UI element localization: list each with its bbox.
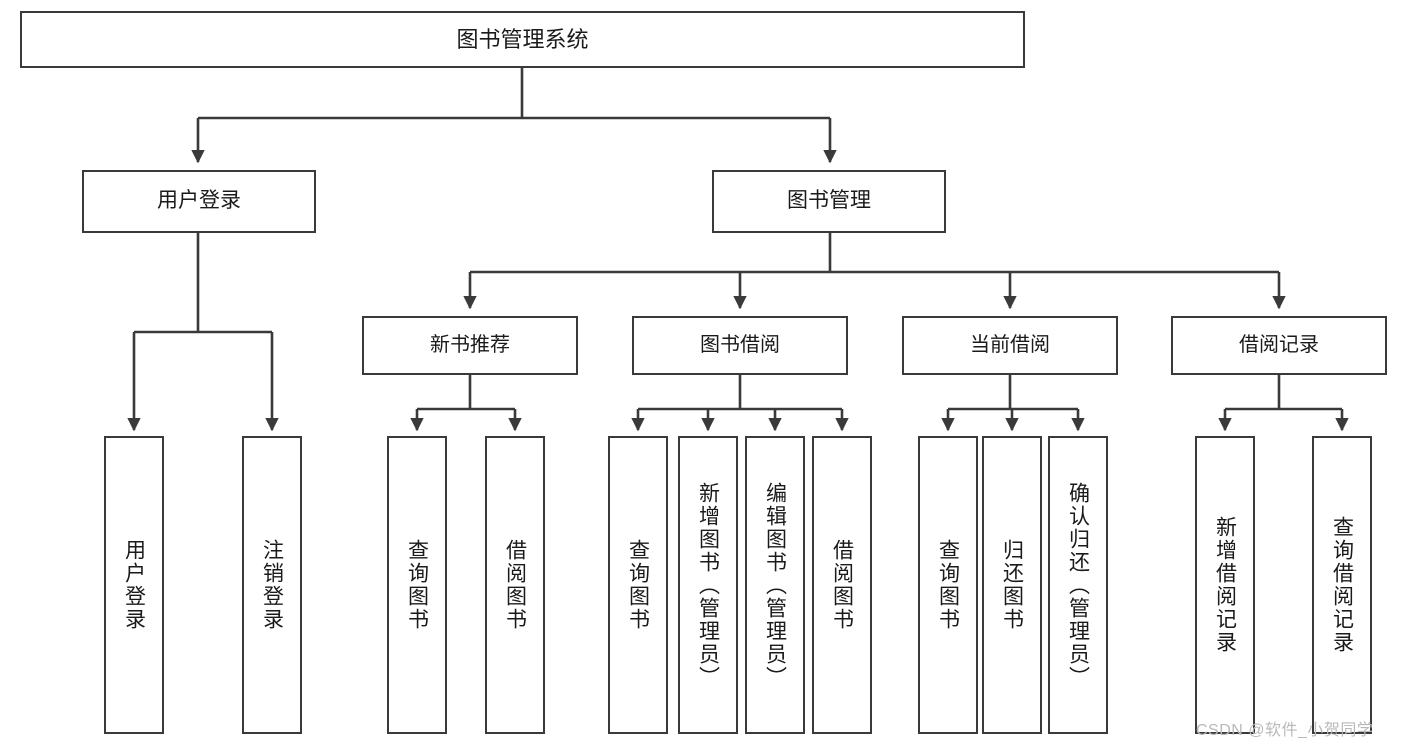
node-root-system[interactable]: 图书管理系统 (20, 11, 1025, 68)
node-label: 查询图书 (626, 539, 650, 631)
node-label: 归还图书 (1000, 539, 1024, 631)
node-label: 借阅图书 (830, 539, 854, 631)
leaf-current-return-book[interactable]: 归还图书 (982, 436, 1042, 734)
node-label: 新书推荐 (430, 333, 510, 356)
node-label: 查询图书 (405, 539, 429, 631)
node-label: 查询图书 (936, 539, 960, 631)
node-label: 图书管理系统 (456, 26, 589, 52)
leaf-recommend-borrow-book[interactable]: 借阅图书 (485, 436, 545, 734)
node-borrow-record[interactable]: 借阅记录 (1171, 316, 1387, 375)
node-book-manage[interactable]: 图书管理 (712, 170, 946, 233)
node-label: 当前借阅 (970, 333, 1050, 356)
leaf-current-confirm-return-admin[interactable]: 确认归还（管理员） (1048, 436, 1108, 734)
csdn-watermark: CSDN @软件_小贺同学 (1196, 722, 1374, 739)
node-label: 借阅图书 (503, 539, 527, 631)
leaf-current-query-book[interactable]: 查询图书 (918, 436, 978, 734)
node-label: 确认归还（管理员） (1066, 481, 1090, 689)
node-user-login[interactable]: 用户登录 (82, 170, 316, 233)
leaf-borrow-borrow-book[interactable]: 借阅图书 (812, 436, 872, 734)
node-label: 用户登录 (122, 539, 146, 631)
leaf-borrow-add-book-admin[interactable]: 新增图书（管理员） (678, 436, 738, 734)
leaf-logout-login[interactable]: 注销登录 (242, 436, 302, 734)
node-book-borrow[interactable]: 图书借阅 (632, 316, 848, 375)
node-label: 注销登录 (260, 539, 284, 631)
node-label: 图书管理 (787, 189, 871, 213)
leaf-borrow-edit-book-admin[interactable]: 编辑图书（管理员） (745, 436, 805, 734)
leaf-record-query-record[interactable]: 查询借阅记录 (1312, 436, 1372, 734)
leaf-user-login[interactable]: 用户登录 (104, 436, 164, 734)
node-label: 新增借阅记录 (1213, 516, 1237, 654)
leaf-recommend-query-book[interactable]: 查询图书 (387, 436, 447, 734)
node-label: 用户登录 (157, 189, 241, 213)
node-new-book-recommend[interactable]: 新书推荐 (362, 316, 578, 375)
node-label: 编辑图书（管理员） (763, 481, 787, 689)
node-current-borrow[interactable]: 当前借阅 (902, 316, 1118, 375)
node-label: 借阅记录 (1239, 333, 1319, 356)
node-label: 新增图书（管理员） (696, 481, 720, 689)
node-label: 图书借阅 (700, 333, 780, 356)
leaf-borrow-query-book[interactable]: 查询图书 (608, 436, 668, 734)
leaf-record-add-record[interactable]: 新增借阅记录 (1195, 436, 1255, 734)
node-label: 查询借阅记录 (1330, 516, 1354, 654)
